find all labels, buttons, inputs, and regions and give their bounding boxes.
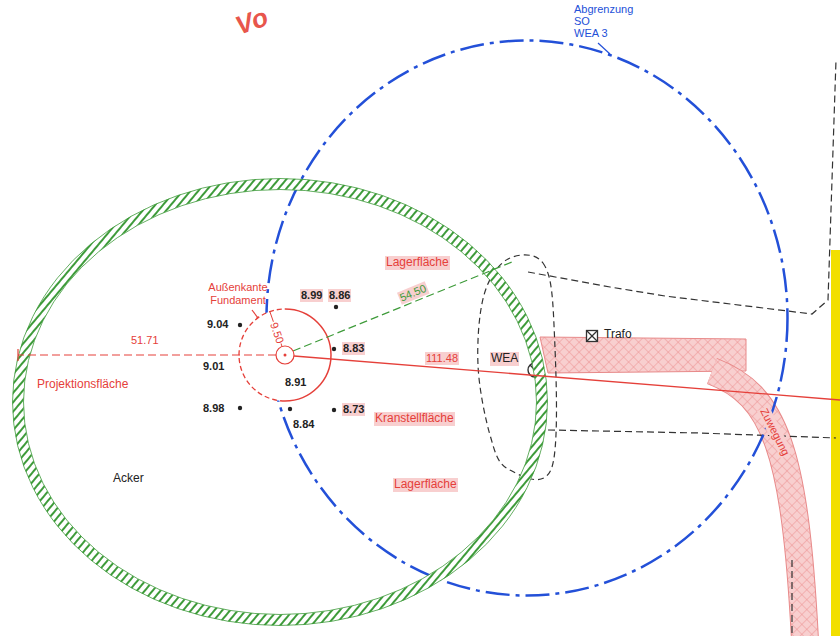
turbine-label: WEA xyxy=(490,352,519,366)
dimension-label: 111.48 xyxy=(425,352,459,365)
transformer-symbol: Trafo xyxy=(586,330,598,342)
transformer-symbol-shape xyxy=(586,330,598,342)
access-road xyxy=(712,371,805,636)
spot-height-dot xyxy=(238,406,242,410)
crane-pad-area-shape xyxy=(298,236,553,542)
cable-route xyxy=(548,430,836,438)
dimension-line xyxy=(294,356,840,400)
spot-height: 8.84 xyxy=(292,418,315,431)
dimension-line xyxy=(18,354,276,355)
dimension-line xyxy=(293,262,512,351)
cable-route xyxy=(528,60,836,314)
area-label: Kranstellfläche xyxy=(374,412,455,426)
tower-circle xyxy=(276,346,294,364)
boundary-label: Abgrenzung SO WEA 3 xyxy=(573,3,611,39)
crane-pad-fill xyxy=(298,236,553,542)
spot-height: 9.04 xyxy=(206,318,229,331)
projection-circle: ProjektionsflächeAcker xyxy=(12,178,548,626)
turbine-outline: WEA xyxy=(468,255,560,473)
spot-height: 8.83 xyxy=(342,342,365,355)
dimension-label: 51.71 xyxy=(130,334,160,347)
foundation-label: Außenkante Fundament xyxy=(206,281,270,306)
projection-outline xyxy=(24,190,537,615)
watermark: Vo xyxy=(231,2,273,42)
foundation-fill xyxy=(239,309,331,401)
projection-ring xyxy=(18,184,542,620)
projection-outline xyxy=(13,179,548,626)
area-label: Projektionsfläche xyxy=(36,378,129,392)
tower-centre xyxy=(284,354,287,357)
spot-height-dot xyxy=(288,407,292,411)
transformer-cross xyxy=(587,331,598,342)
dimension-tick xyxy=(17,349,18,361)
access-road-edge xyxy=(712,371,805,636)
crane-pad-area: LagerflächeKranstellflächeLagerfläche xyxy=(298,236,553,542)
spot-height: 8.91 xyxy=(284,376,307,389)
land-use-label: Acker xyxy=(112,472,145,486)
road-band xyxy=(831,250,840,636)
area-label: Lagerfläche xyxy=(393,478,458,492)
projection-circle-shape xyxy=(12,178,548,626)
spot-height: 8.86 xyxy=(328,289,351,302)
spot-height: 8.99 xyxy=(300,289,323,302)
spot-height: 9.01 xyxy=(202,360,225,373)
dimension-label: 54.50 xyxy=(397,282,429,305)
spot-height: 8.98 xyxy=(202,402,225,415)
spot-height: 8.73 xyxy=(342,403,365,416)
cable-route xyxy=(791,560,792,636)
spot-height-dot xyxy=(334,305,338,309)
area-label: Lagerfläche xyxy=(385,256,450,270)
transformer-box xyxy=(587,331,598,342)
transformer-label: Trafo xyxy=(603,328,633,342)
spot-height-dot xyxy=(332,347,336,351)
spot-height-dot xyxy=(332,408,336,412)
transformer-cross xyxy=(587,331,598,342)
spot-height-dot xyxy=(238,323,242,327)
